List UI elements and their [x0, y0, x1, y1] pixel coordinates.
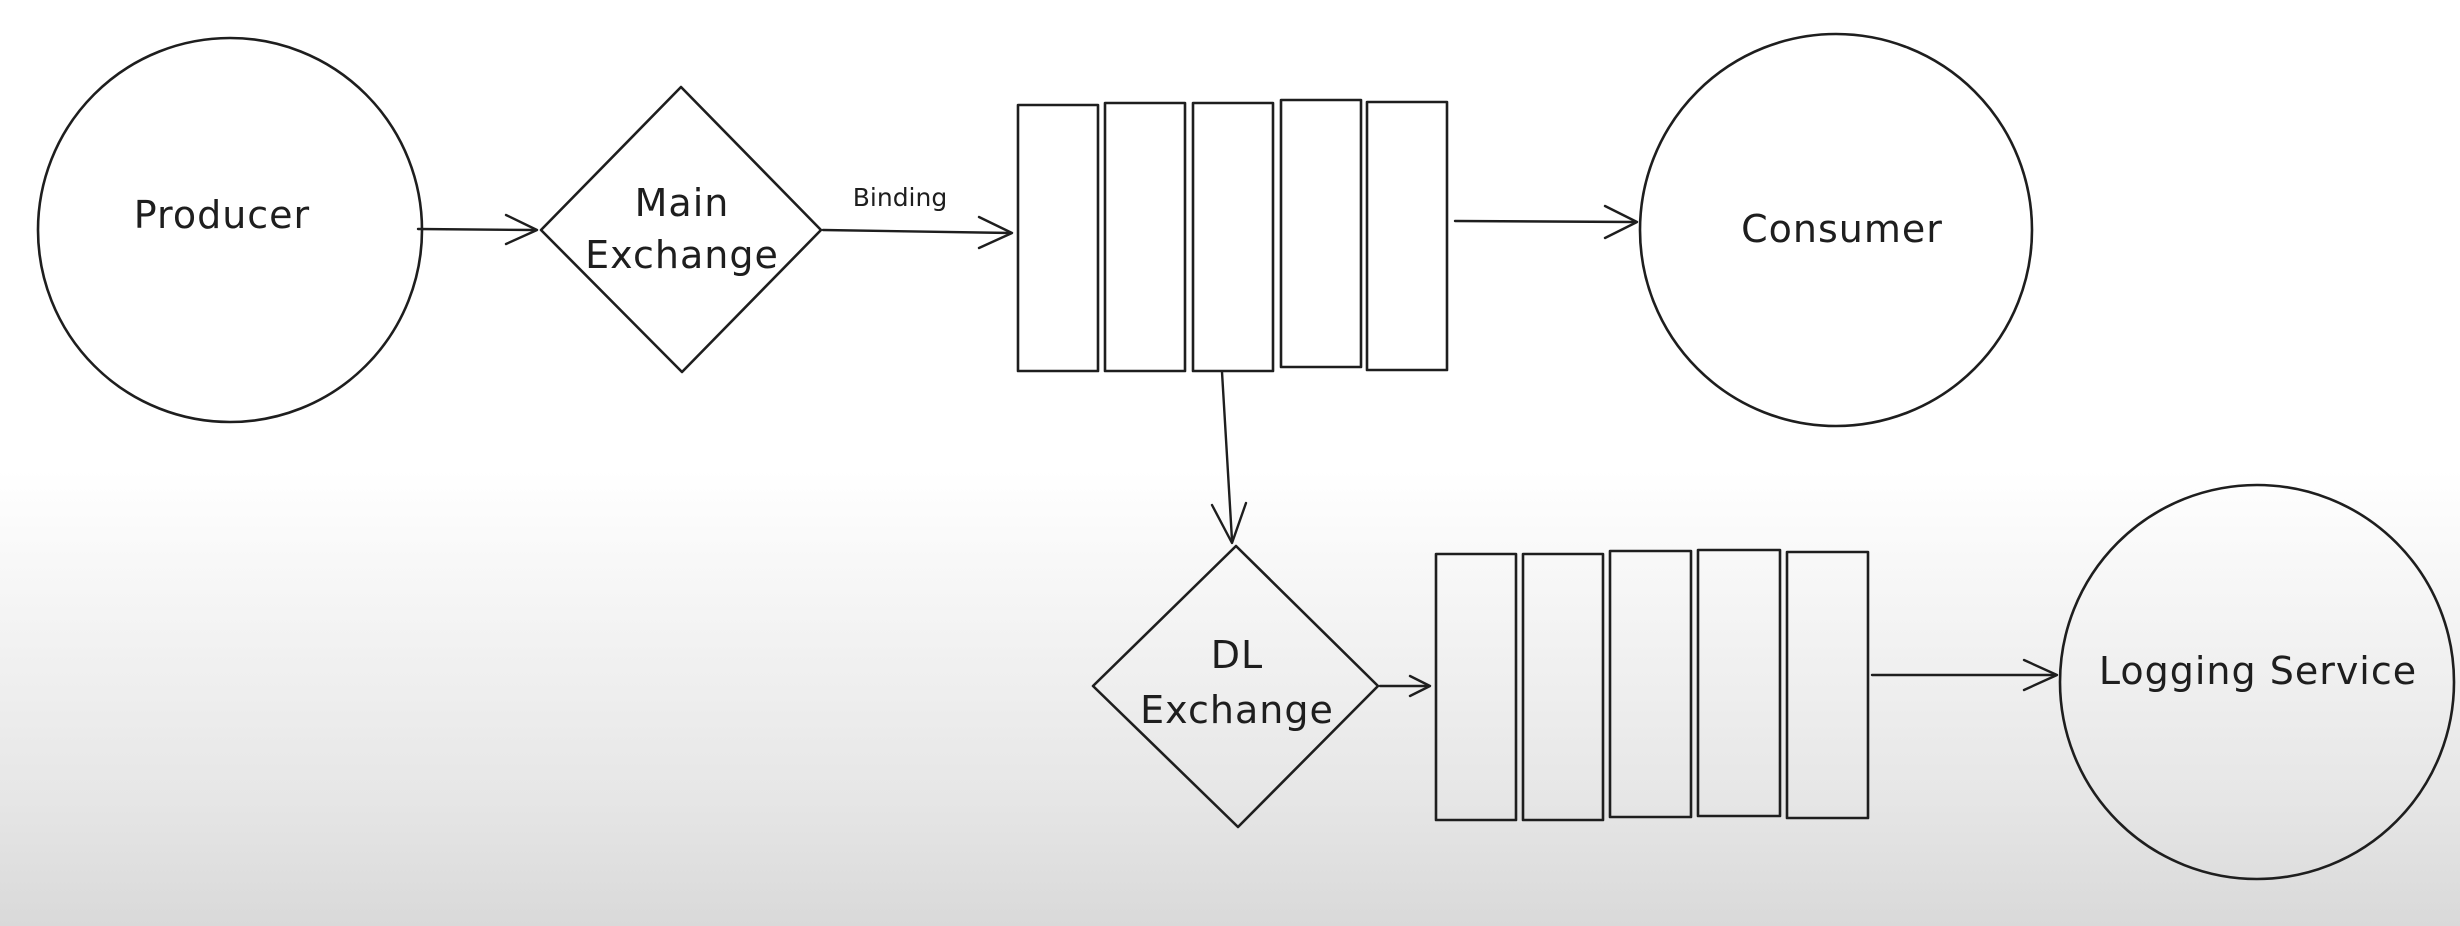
arrow-queue-to-consumer — [1453, 204, 1639, 240]
arrow-queue-to-dl-exchange — [1210, 370, 1248, 545]
main-exchange-diamond — [539, 85, 823, 374]
main-exchange-label-line2: Exchange — [585, 233, 779, 277]
main-queue — [1016, 98, 1449, 373]
dl-queue-segment — [1434, 552, 1518, 822]
dl-exchange-label-line2: Exchange — [1140, 688, 1334, 732]
main-queue-segment — [1103, 101, 1187, 373]
main-queue-segment — [1016, 103, 1100, 373]
logging-service-circle — [2058, 483, 2456, 881]
main-queue-segment — [1365, 100, 1449, 372]
main-exchange-node: Main Exchange — [539, 85, 823, 374]
producer-node: Producer — [36, 36, 424, 424]
arrow-dl-queue-to-logging-service — [1870, 658, 2059, 692]
dl-queue — [1434, 548, 1870, 822]
dl-exchange-diamond — [1091, 544, 1380, 829]
dl-queue-segment — [1521, 552, 1605, 822]
dl-exchange-label-line1: DL — [1211, 633, 1263, 677]
arrow-dl-exchange-to-dl-queue — [1378, 674, 1432, 698]
arrow-binding: Binding — [821, 183, 1014, 250]
arrow-producer-to-main-exchange — [416, 213, 539, 246]
producer-label: Producer — [134, 193, 310, 237]
consumer-node: Consumer — [1638, 32, 2034, 428]
consumer-circle — [1638, 32, 2034, 428]
logging-service-label: Logging Service — [2099, 649, 2417, 693]
dl-queue-segment — [1608, 549, 1693, 819]
dl-queue-segment — [1696, 548, 1782, 818]
consumer-label: Consumer — [1741, 207, 1943, 251]
dl-queue-segment — [1785, 550, 1870, 820]
logging-service-node: Logging Service — [2058, 483, 2456, 881]
main-exchange-label-line1: Main — [635, 181, 730, 225]
dl-exchange-node: DL Exchange — [1091, 544, 1380, 829]
main-queue-segment — [1191, 101, 1275, 373]
binding-label: Binding — [853, 183, 947, 212]
main-queue-segment — [1279, 98, 1363, 369]
